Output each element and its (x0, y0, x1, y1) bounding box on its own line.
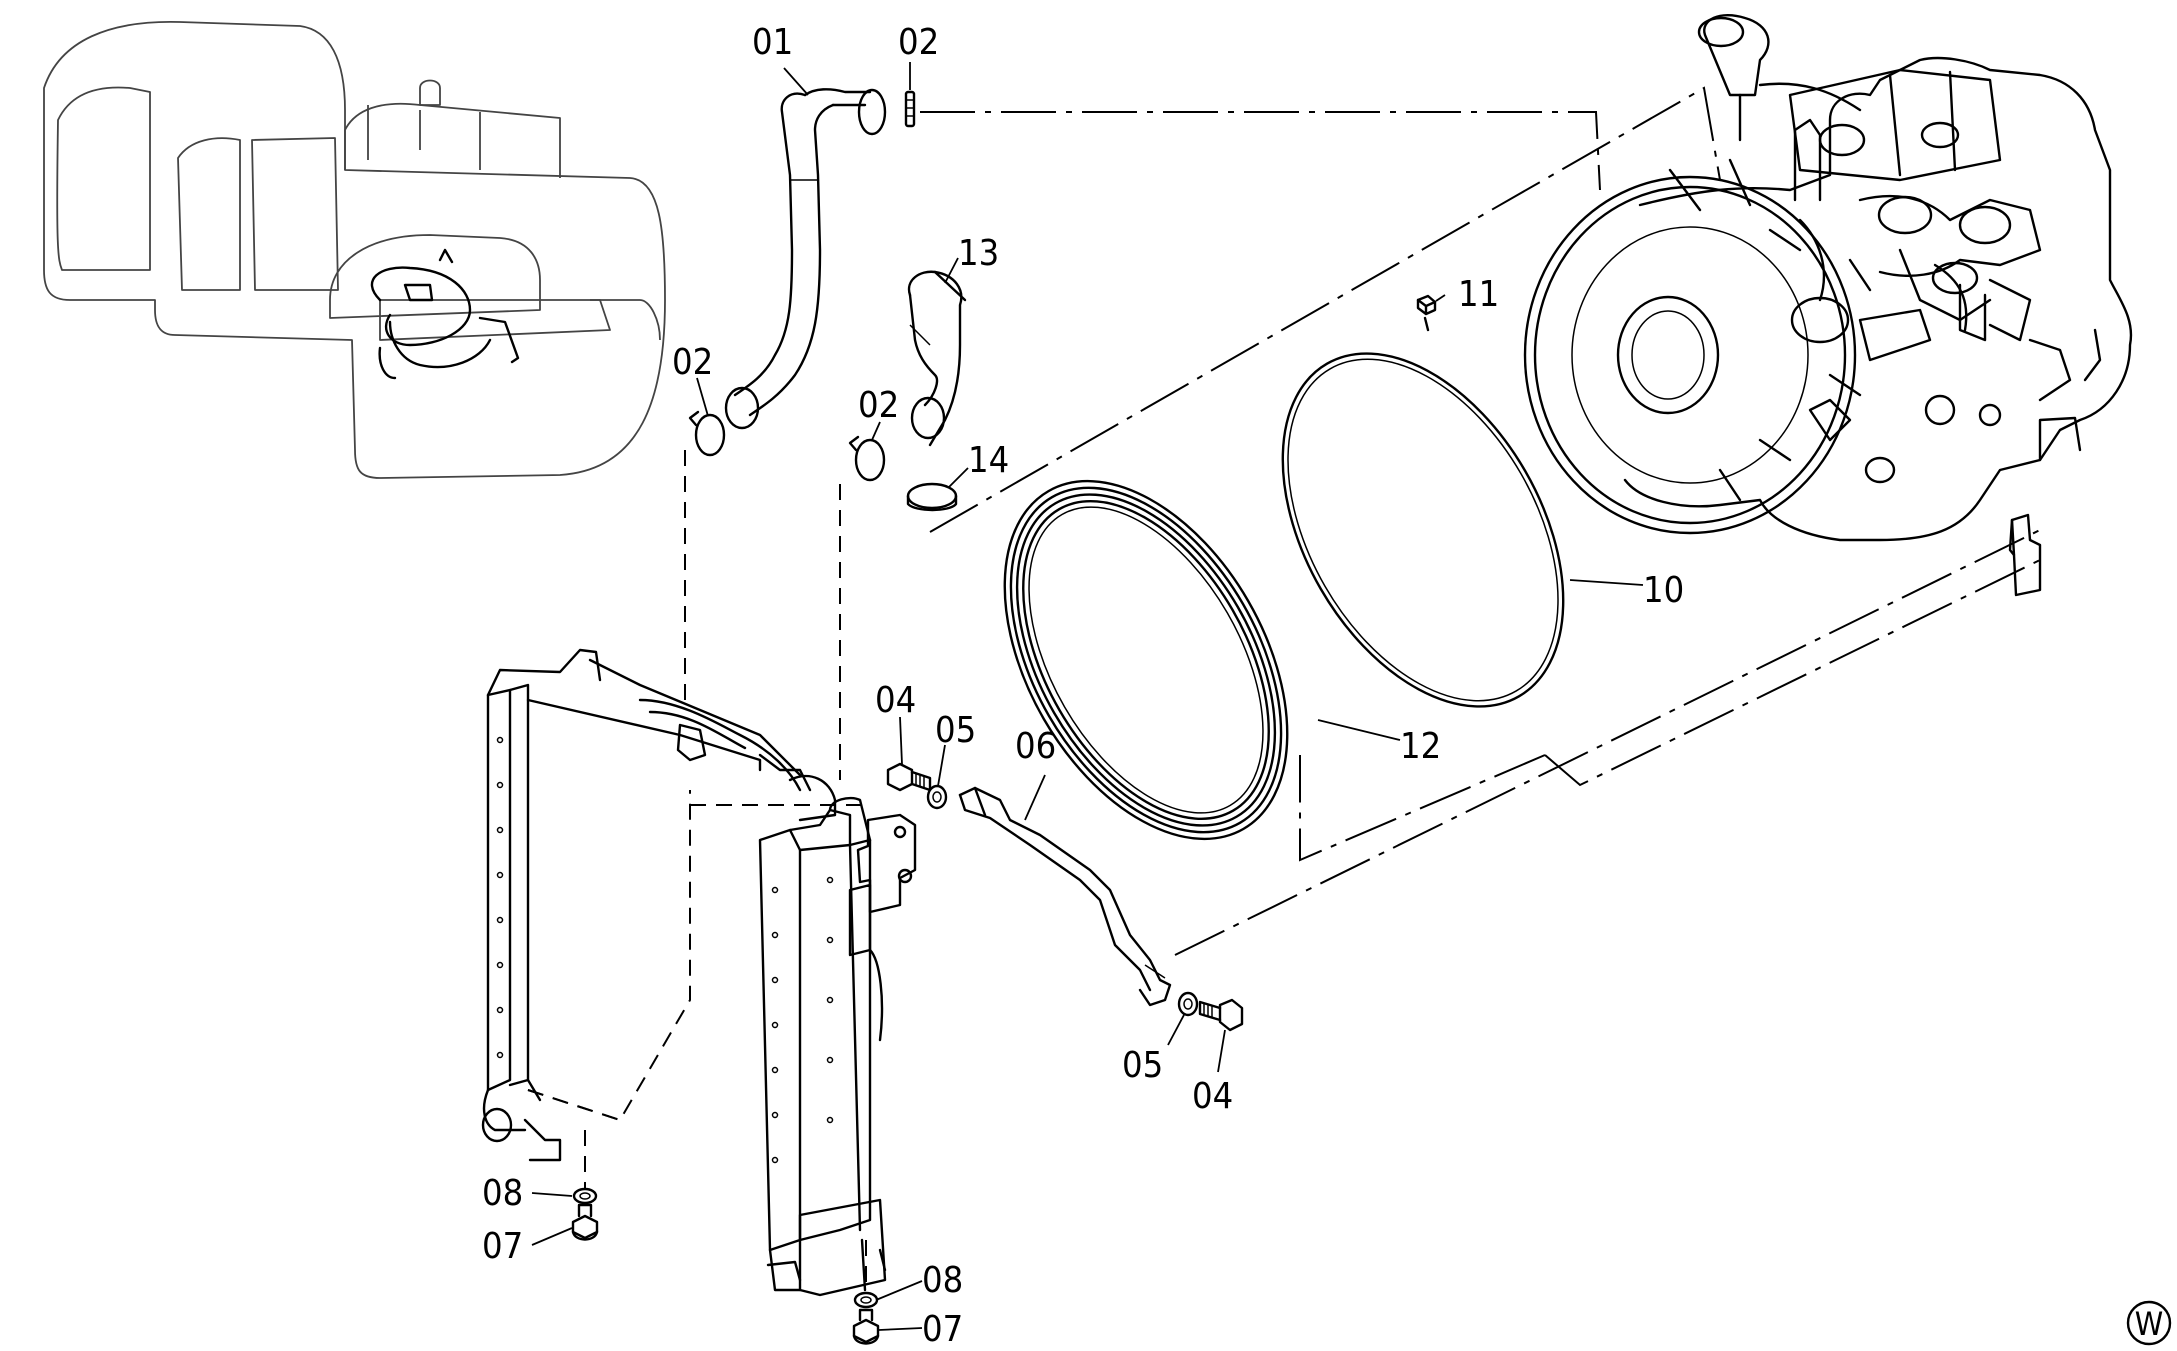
part-02-clamp-upper (904, 90, 916, 128)
view-marker-letter: W (2135, 1305, 2163, 1343)
label-part-11: 11 (1458, 274, 1499, 315)
engine-assembly-illustration (1523, 13, 2133, 597)
part-11-clip (1416, 294, 1437, 332)
part-05-washer-lower (1177, 991, 1199, 1017)
part-06-stay-bar (958, 786, 1172, 1007)
part-labels: 01 02 02 02 13 14 11 10 12 04 05 06 05 0… (482, 22, 1684, 1350)
label-part-12: 12 (1400, 726, 1441, 767)
excavator-locator-illustration (43, 21, 666, 479)
label-part-14: 14 (968, 440, 1009, 481)
callout-leaders (531, 62, 1644, 1331)
label-part-08-left: 08 (482, 1173, 523, 1214)
label-part-05-lower: 05 (1122, 1045, 1163, 1086)
part-13-lower-hose (907, 270, 967, 447)
label-part-02-top: 02 (898, 22, 939, 63)
part-12-fan-shroud-ring (1003, 479, 1289, 841)
label-part-04-lower: 04 (1192, 1076, 1233, 1117)
assembly-reference-lines (584, 86, 2041, 1292)
label-part-10: 10 (1643, 570, 1684, 611)
label-part-08-right: 08 (922, 1260, 963, 1301)
label-part-05-upper: 05 (935, 710, 976, 751)
label-part-07-right: 07 (922, 1309, 963, 1350)
view-marker: W (2126, 1300, 2172, 1346)
label-part-13: 13 (958, 233, 999, 274)
label-part-02-left: 02 (672, 342, 713, 383)
label-part-06: 06 (1015, 726, 1056, 767)
part-07-bolt-left (571, 1203, 599, 1241)
part-08-washer-right (853, 1291, 879, 1309)
part-02-clamp-mid (848, 435, 886, 482)
part-14-clamp (906, 482, 958, 512)
label-part-04-upper: 04 (875, 680, 916, 721)
radiator-assembly-illustration (481, 648, 917, 1297)
part-10-seal-ring (1281, 352, 1565, 708)
label-part-07-left: 07 (482, 1226, 523, 1267)
label-part-01: 01 (752, 22, 793, 63)
part-05-washer-upper (926, 784, 948, 810)
part-02-clamp-left (688, 410, 726, 457)
part-01-upper-hose (724, 88, 887, 430)
part-04-bolt-upper (886, 762, 932, 792)
part-04-bolt-lower (1198, 998, 1244, 1032)
label-part-02-mid: 02 (858, 385, 899, 426)
part-07-bolt-right (852, 1308, 880, 1345)
part-08-washer-left (572, 1187, 598, 1205)
